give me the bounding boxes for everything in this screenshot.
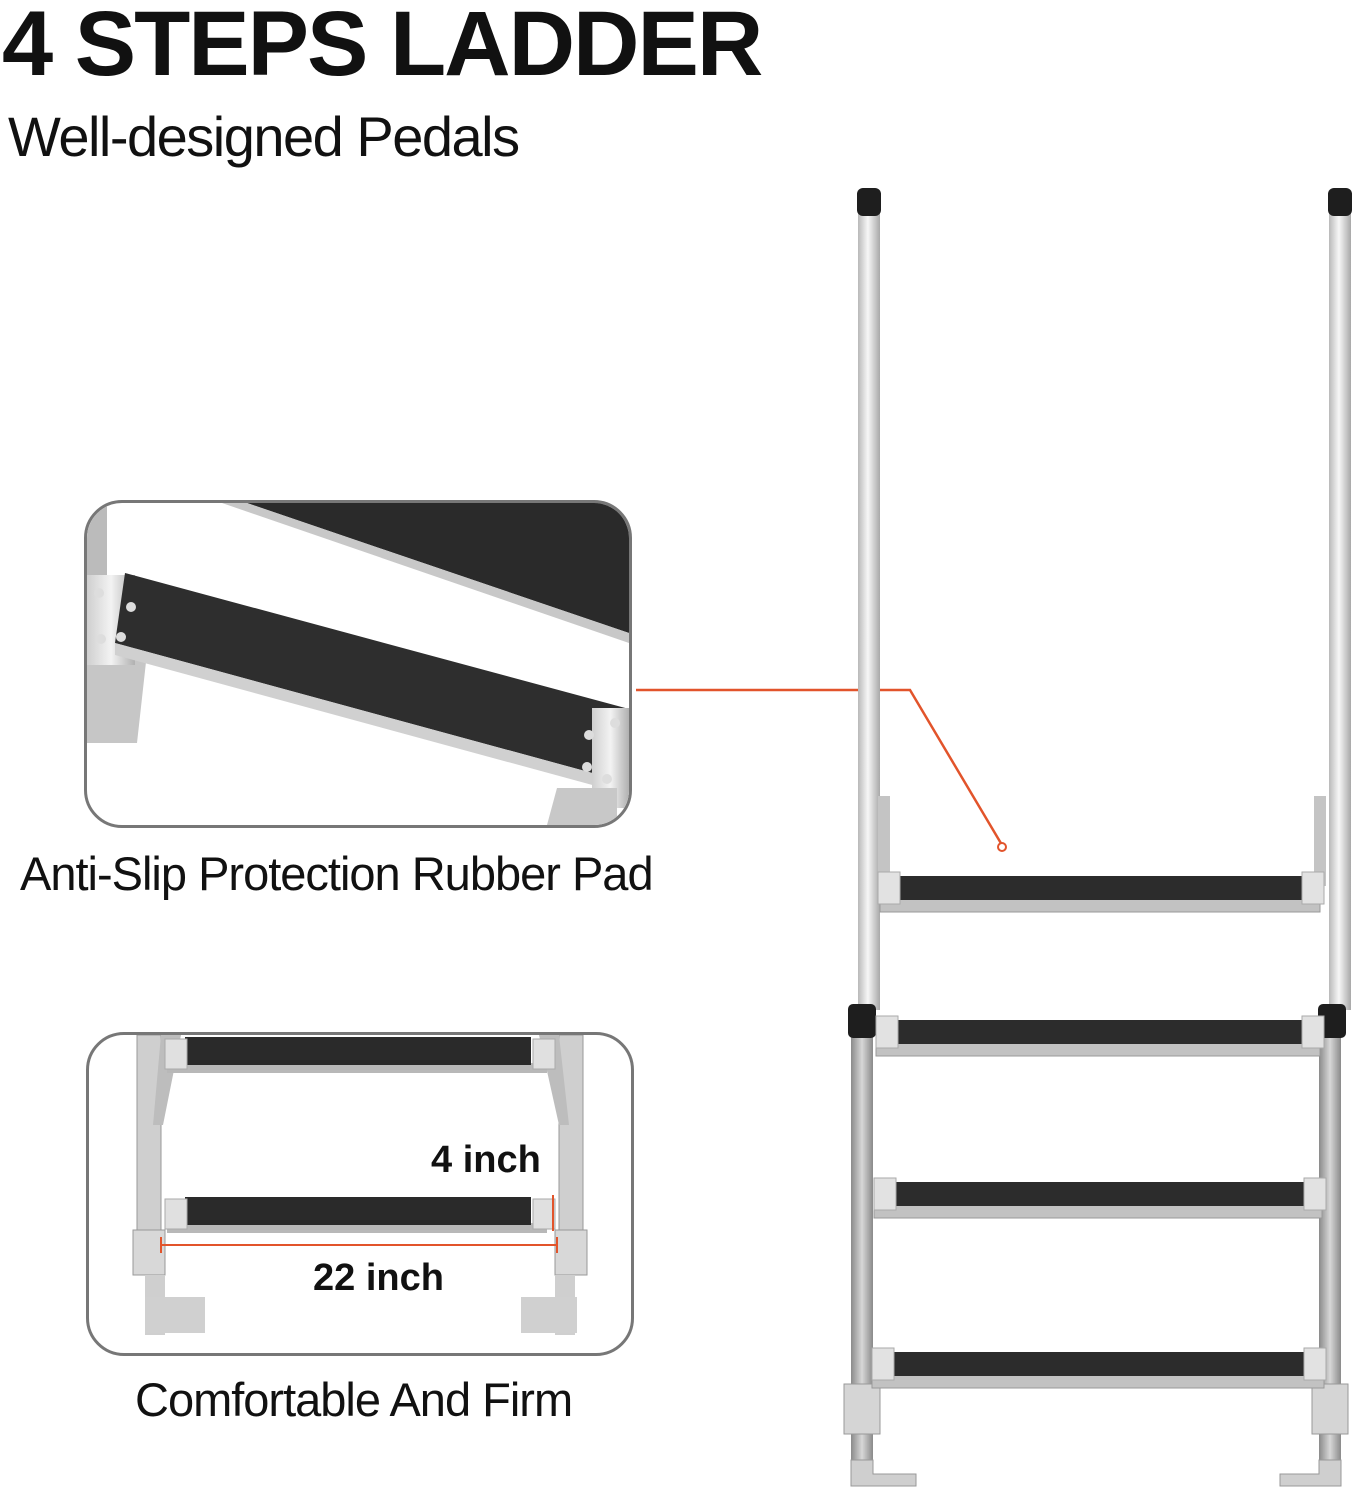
step-1: [877, 871, 1325, 913]
caption-comfortable: Comfortable And Firm: [135, 1373, 573, 1426]
step-3: [873, 1177, 1327, 1219]
anti-slip-pad-closeup: [84, 500, 632, 828]
step-height-label: 4 inch: [431, 1139, 541, 1181]
step-width-label: 22 inch: [313, 1257, 444, 1299]
dimensions-illustration: [132, 1035, 588, 1335]
step-4: [871, 1347, 1327, 1389]
page-subtitle: Well-designed Pedals: [8, 105, 520, 168]
rail-joint-left: [848, 1004, 876, 1038]
main-tread: [115, 573, 629, 783]
pad-closeup-illustration: [87, 503, 629, 825]
page-title: 4 STEPS LADDER: [2, 0, 763, 95]
dimensions-closeup: 4 inch 22 inch: [86, 1032, 634, 1356]
handrail-right: [1328, 188, 1352, 1010]
handrail-left: [857, 188, 881, 1010]
caption-anti-slip: Anti-Slip Protection Rubber Pad: [20, 847, 654, 900]
foot-left: [850, 1459, 917, 1487]
rail-joint-right: [1318, 1004, 1346, 1038]
step-2: [875, 1015, 1325, 1057]
leg-left: [851, 1035, 873, 1460]
foot-right: [1279, 1459, 1342, 1487]
